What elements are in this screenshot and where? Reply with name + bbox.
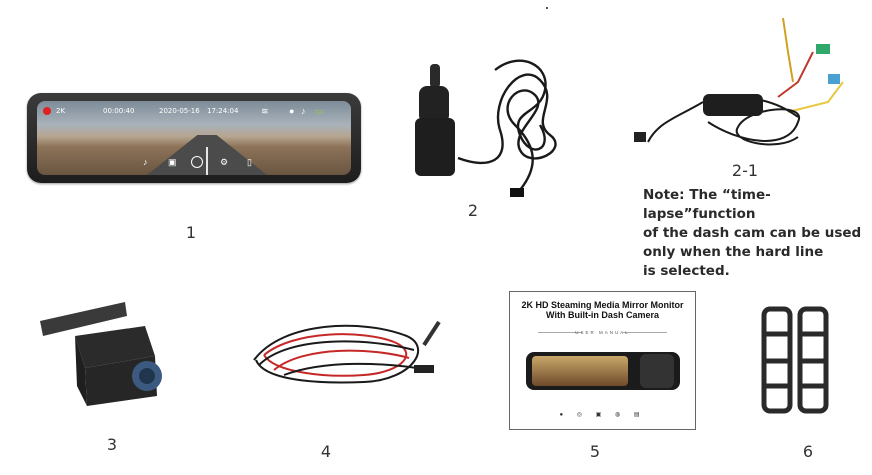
item-number-4: 4 [320, 442, 332, 461]
camera-icon: ▣ [168, 157, 177, 167]
hud-time: 17:24:04 [207, 107, 239, 115]
user-manual-image: 2K HD Steaming Media Mirror Monitor With… [509, 291, 696, 430]
charger-cable [457, 59, 557, 191]
storage-icon: ▯ [247, 157, 252, 167]
fuse-blue [828, 74, 840, 84]
note-line-1: Note: The “time-lapse”function [643, 187, 771, 222]
mic-bottom-icon: ♪ [143, 157, 148, 167]
charger-body [415, 118, 455, 176]
speck [546, 7, 548, 9]
record-icon [43, 107, 51, 115]
manual-title-line-1: 2K HD Steaming Media Mirror Monitor [521, 300, 684, 310]
item-number-6: 6 [802, 442, 814, 461]
mini-usb-plug [634, 132, 646, 142]
item-number-5: 5 [589, 442, 601, 461]
battery-icon: ▭ [315, 106, 324, 116]
rubber-straps-image [761, 306, 829, 414]
record-button-icon [191, 156, 203, 168]
rear-camera-image [40, 302, 162, 406]
hud-elapsed: 00:00:40 [103, 107, 135, 115]
manual-camera-graphic [640, 354, 674, 388]
mirror-screen: 2K 00:00:40 2020-05-16 17:24:04 ≋ ● ♪ ▭ … [37, 101, 351, 175]
manual-title: 2K HD Steaming Media Mirror Monitor With… [510, 300, 695, 320]
charger-tip [430, 64, 440, 88]
item-number-1: 1 [185, 223, 197, 242]
camera-bracket [40, 302, 127, 336]
manual-title-line-2: With Built-in Dash Camera [546, 310, 659, 320]
car-charger-image [457, 59, 557, 197]
manual-screen-graphic [532, 356, 628, 386]
converter-box [703, 94, 763, 116]
note-line-3: only when the hard line [643, 244, 824, 260]
hud-resolution: 2K [56, 107, 66, 115]
cable-connector [414, 365, 434, 373]
settings-icon: ⚙ [220, 157, 229, 167]
wifi-icon: ≋ [261, 106, 269, 116]
fuse-green [816, 44, 830, 54]
item-number-2-1: 2-1 [731, 161, 759, 180]
item-number-3: 3 [106, 435, 118, 454]
note-line-2: of the dash cam can be used [643, 225, 862, 241]
charger-neck [419, 86, 449, 120]
manual-divider-left [538, 332, 582, 333]
mirror-monitor-image: 2K 00:00:40 2020-05-16 17:24:04 ≋ ● ♪ ▭ … [27, 93, 361, 183]
hardwire-kit-image [634, 17, 844, 146]
hud-date: 2020-05-16 [159, 107, 200, 115]
manual-divider-right [623, 332, 667, 333]
extension-cable-image [253, 320, 441, 384]
note-line-4: is selected. [643, 263, 730, 279]
time-lapse-note: Note: The “time-lapse”function of the da… [643, 186, 863, 281]
location-icon: ● [289, 106, 295, 116]
manual-subtitle: USER MANUAL [575, 330, 630, 335]
road-centerline [206, 147, 208, 175]
mic-icon: ♪ [301, 106, 306, 116]
mini-usb-connector [510, 188, 524, 197]
manual-certification-icons: ● ◎ ▣ ◍ ▤ [559, 412, 646, 418]
item-number-2: 2 [467, 201, 479, 220]
camera-top [75, 326, 155, 368]
